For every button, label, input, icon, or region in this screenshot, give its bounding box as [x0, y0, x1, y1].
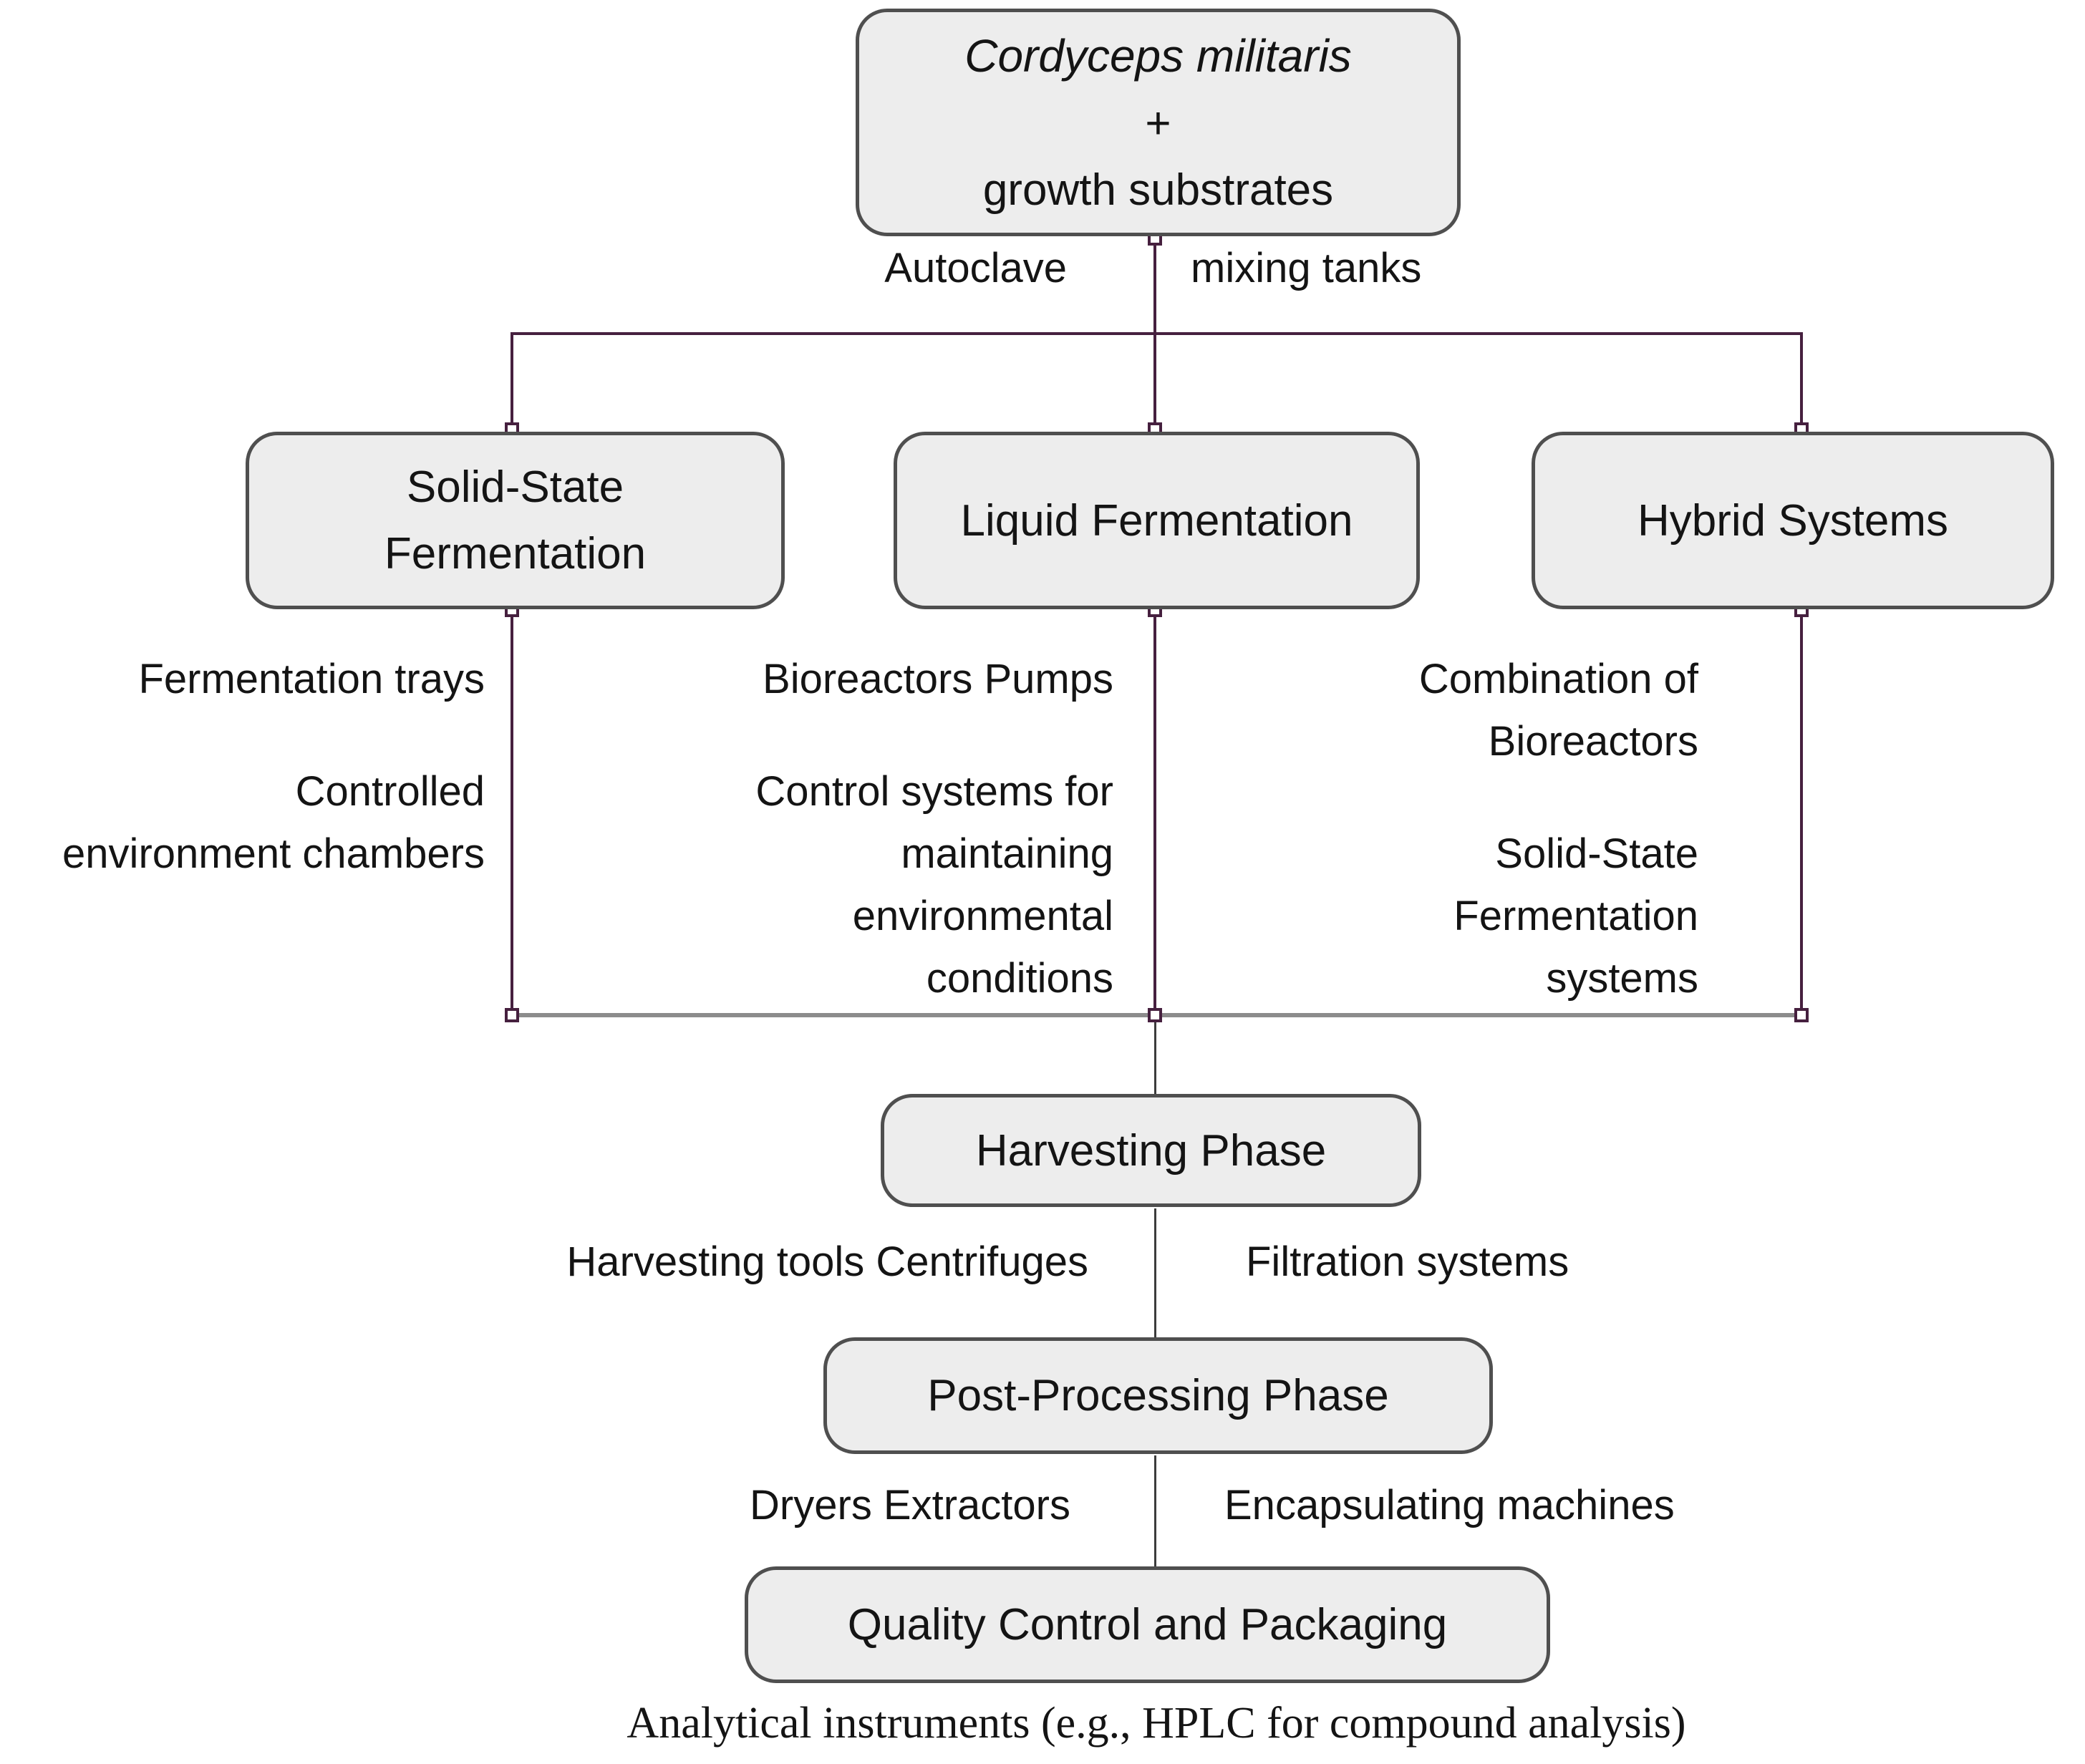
- connector-merge-to-harvesting: [1154, 1017, 1156, 1097]
- connector-solid-to-merge: [511, 610, 513, 1015]
- annotation-line: Bioreactors Pumps: [763, 656, 1113, 702]
- annotation-liquid: Bioreactors Pumps Control systems for ma…: [755, 648, 1113, 1009]
- connector-branch-solid: [511, 332, 513, 434]
- annotation-line: systems: [1546, 955, 1698, 1002]
- annotation-solid-state: Fermentation trays Controlled environmen…: [62, 648, 485, 885]
- growth-substrates: growth substrates: [982, 165, 1334, 215]
- node-hybrid-systems: Hybrid Systems: [1532, 432, 2054, 609]
- edge-label-autoclave: Autoclave: [884, 245, 1067, 291]
- annotation-line: environmental: [852, 893, 1113, 939]
- node-quality-control-packaging: Quality Control and Packaging: [745, 1566, 1550, 1683]
- annotation-line: Fermentation: [1453, 893, 1698, 939]
- connector-liquid-to-merge: [1153, 610, 1156, 1015]
- annotation-line: Combination of: [1418, 656, 1698, 702]
- node-label: Hybrid Systems: [1637, 495, 1949, 546]
- edge-label-filtration: Filtration systems: [1246, 1239, 1569, 1285]
- connector-branch-liquid: [1153, 332, 1156, 434]
- annotation-line: environment chambers: [62, 830, 485, 877]
- anchor-merge-left: [505, 1008, 519, 1022]
- annotation-line: maintaining: [901, 830, 1113, 877]
- annotation-line: Control systems for: [755, 768, 1113, 815]
- node-cordyceps-substrates: Cordyceps militaris + growth substrates: [856, 9, 1461, 236]
- node-solid-state-fermentation: Solid-State Fermentation: [246, 432, 785, 609]
- connector-hybrid-to-merge: [1800, 610, 1803, 1015]
- node-label: Post-Processing Phase: [927, 1371, 1389, 1420]
- edge-label-dryers: Dryers Extractors: [750, 1482, 1070, 1528]
- connector-harvesting-to-postprocessing: [1154, 1208, 1156, 1341]
- connector-postprocessing-to-quality: [1154, 1455, 1156, 1570]
- plus-sign: +: [1145, 99, 1171, 148]
- annotation-hybrid: Combination of Bioreactors Solid-State F…: [1419, 648, 1698, 1009]
- node-label: Quality Control and Packaging: [847, 1600, 1448, 1649]
- annotation-line: conditions: [926, 955, 1113, 1002]
- connector-branch-hybrid: [1800, 332, 1803, 434]
- node-label: Harvesting Phase: [975, 1125, 1327, 1176]
- annotation-line: Bioreactors: [1488, 718, 1698, 765]
- annotation-line: Solid-State: [1495, 830, 1698, 877]
- branch-horizontal-line: [512, 332, 1803, 335]
- edge-label-harvesting-tools: Harvesting tools Centrifuges: [566, 1239, 1088, 1285]
- annotation-line: Controlled: [295, 768, 485, 815]
- anchor-merge-center: [1148, 1008, 1162, 1022]
- node-liquid-fermentation: Liquid Fermentation: [894, 432, 1420, 609]
- edge-label-encapsulating: Encapsulating machines: [1224, 1482, 1675, 1528]
- node-post-processing-phase: Post-Processing Phase: [823, 1337, 1493, 1454]
- node-label-line: Fermentation: [384, 529, 647, 578]
- connector-top-to-branch: [1153, 238, 1156, 334]
- node-label: Liquid Fermentation: [960, 495, 1353, 546]
- anchor-merge-right: [1794, 1008, 1809, 1022]
- node-harvesting-phase: Harvesting Phase: [881, 1094, 1421, 1207]
- species-name: Cordyceps militaris: [964, 30, 1352, 82]
- annotation-line: Fermentation trays: [138, 656, 485, 702]
- edge-label-mixing-tanks: mixing tanks: [1191, 245, 1422, 291]
- node-label-line: Solid-State: [406, 462, 624, 512]
- footer-analytical-instruments: Analytical instruments (e.g., HPLC for c…: [627, 1699, 1686, 1748]
